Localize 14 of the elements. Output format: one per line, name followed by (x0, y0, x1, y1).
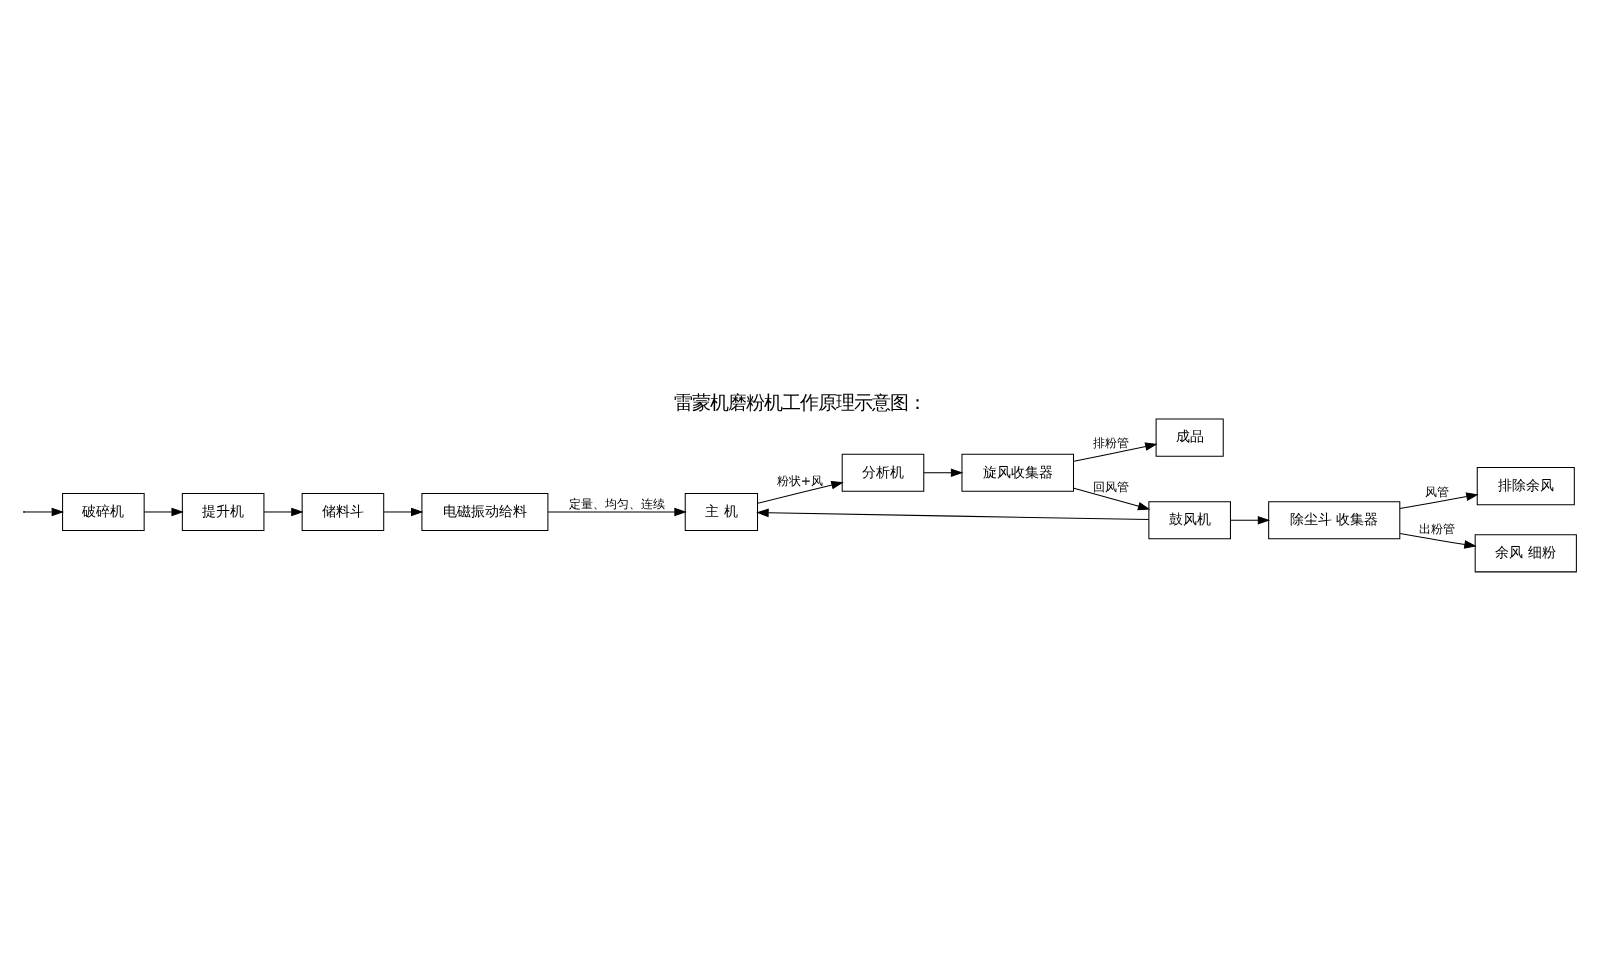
arrow (1230, 515, 1271, 525)
arrow (263, 507, 304, 517)
arrow (1073, 487, 1151, 511)
arrow (547, 507, 687, 517)
arrow (757, 480, 844, 504)
arrow (756, 508, 1150, 521)
arrow (923, 468, 964, 478)
arrow (383, 507, 424, 517)
arrow (1399, 492, 1479, 510)
arrow (1399, 532, 1477, 549)
arrow (143, 507, 184, 517)
arrow (1073, 442, 1158, 462)
arrow (23, 507, 64, 517)
diagram-title: 雷蒙机磨粉机工作原理示意图： (674, 393, 926, 416)
